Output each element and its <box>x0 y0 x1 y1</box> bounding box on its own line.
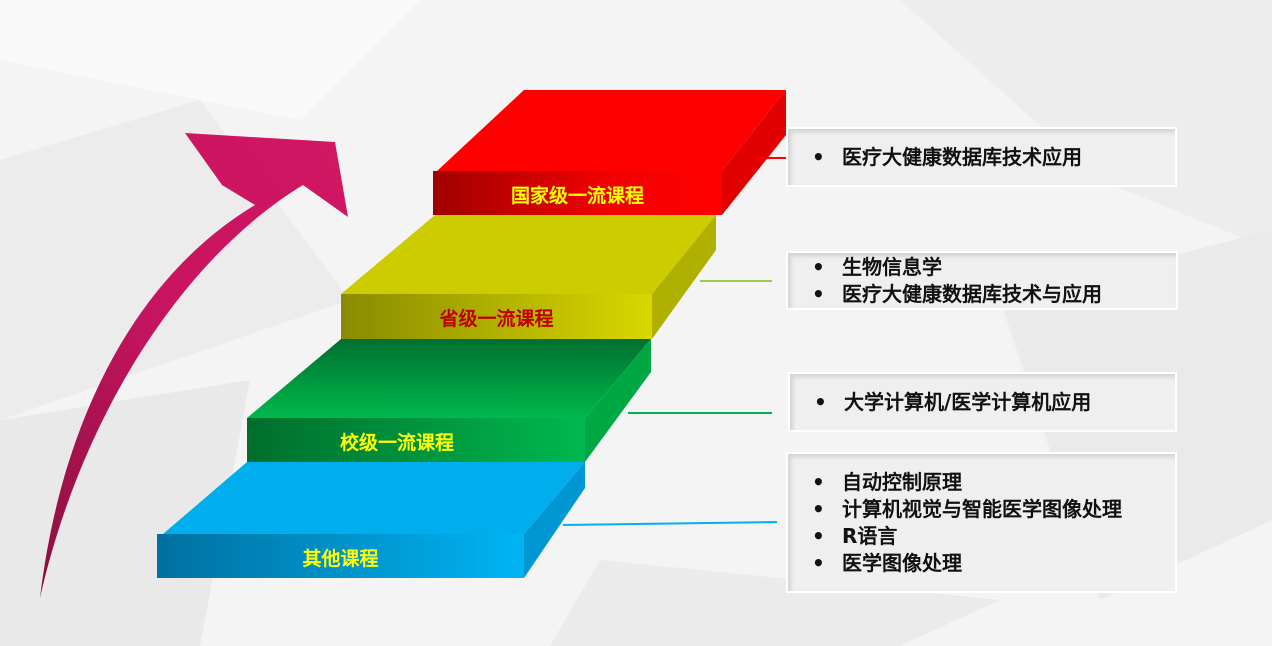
step-label-provincial: 省级一流课程 <box>439 308 554 330</box>
course-box-national: • 医疗大健康数据库技术应用 <box>786 127 1177 187</box>
bullet: • <box>812 550 825 575</box>
connector-other <box>562 521 778 526</box>
course-box-school: • 大学计算机/医学计算机应用 <box>788 372 1177 432</box>
bullet: • <box>812 144 825 169</box>
course-box-provincial: • 生物信息学 • 医疗大健康数据库技术与应用 <box>786 251 1178 310</box>
course-name: R语言 <box>842 523 898 548</box>
course-box-other: • 自动控制原理 • 计算机视觉与智能医学图像处理 • R语言 • 医学图像处理 <box>786 452 1177 593</box>
list-item: • 医疗大健康数据库技术与应用 <box>812 281 1176 308</box>
list-item: • 计算机视觉与智能医学图像处理 <box>812 496 1175 523</box>
list-item: • 大学计算机/医学计算机应用 <box>814 389 1175 416</box>
list-item: • 生物信息学 <box>812 254 1176 281</box>
bullet: • <box>812 281 825 306</box>
bullet: • <box>812 469 825 494</box>
course-name: 生物信息学 <box>842 254 942 279</box>
step-school <box>247 339 651 462</box>
course-name: 医疗大健康数据库技术与应用 <box>842 281 1102 306</box>
bullet: • <box>814 389 827 414</box>
step-other <box>157 462 585 578</box>
step-national <box>433 90 786 215</box>
course-name: 医疗大健康数据库技术应用 <box>842 144 1082 169</box>
step-label-other: 其他课程 <box>302 548 379 570</box>
course-name: 医学图像处理 <box>842 550 962 575</box>
bullet: • <box>812 254 825 279</box>
course-name: 大学计算机/医学计算机应用 <box>844 389 1092 414</box>
list-item: • 自动控制原理 <box>812 469 1175 496</box>
list-item: • 医疗大健康数据库技术应用 <box>812 144 1175 171</box>
course-name: 自动控制原理 <box>842 469 962 494</box>
growth-arrow <box>40 133 348 598</box>
bullet: • <box>812 523 825 548</box>
step-provincial <box>341 215 716 339</box>
list-item: • 医学图像处理 <box>812 550 1175 577</box>
bullet: • <box>812 496 825 521</box>
course-name: 计算机视觉与智能医学图像处理 <box>842 496 1122 521</box>
step-label-school: 校级一流课程 <box>339 432 454 454</box>
step-label-national: 国家级一流课程 <box>510 185 644 207</box>
list-item: • R语言 <box>812 523 1175 550</box>
